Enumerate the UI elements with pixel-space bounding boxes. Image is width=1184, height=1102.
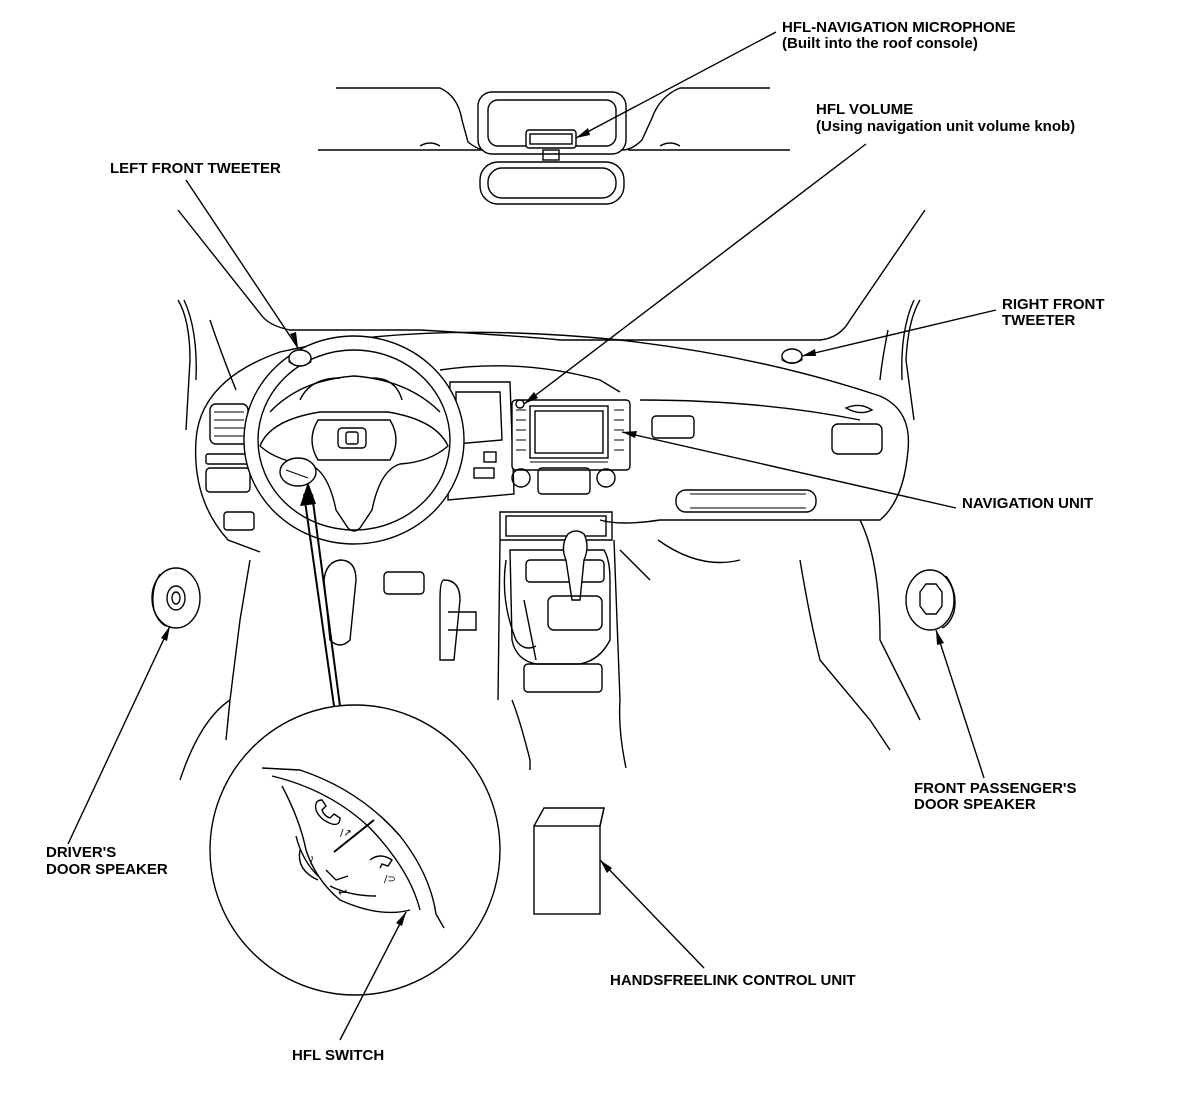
navigation-unit	[511, 399, 631, 495]
label-right-tweeter-line2: TWEETER	[1002, 312, 1075, 329]
leader-lines	[67, 31, 997, 1041]
label-passenger-speaker-line2: DOOR SPEAKER	[914, 796, 1036, 813]
label-volume-line2: (Using navigation unit volume knob)	[816, 118, 1075, 135]
label-driver-speaker-line2: DOOR SPEAKER	[46, 861, 168, 878]
label-navigation-unit: NAVIGATION UNIT	[962, 495, 1093, 512]
label-right-tweeter-line1: RIGHT FRONT	[1002, 296, 1105, 313]
label-hfl-switch: HFL SWITCH	[292, 1047, 384, 1064]
callout-labels: HFL-NAVIGATION MICROPHONE (Built into th…	[46, 19, 1105, 1064]
pedals-and-floor	[179, 519, 921, 781]
label-mic-line1: HFL-NAVIGATION MICROPHONE	[782, 19, 1016, 36]
windshield-frame	[177, 209, 926, 431]
talk-icon: /↗	[340, 828, 352, 839]
hfl-switch-detail: /↗ /⊃ ⟅ ↩	[209, 704, 501, 996]
roof-console	[318, 87, 790, 205]
label-volume-line1: HFL VOLUME	[816, 101, 913, 118]
back-icon: ↩	[338, 886, 347, 899]
steering-wheel	[243, 335, 465, 545]
left-front-tweeter	[288, 349, 312, 367]
passenger-door-speaker	[905, 569, 956, 631]
handsfreelink-control-unit	[533, 807, 605, 915]
voice-icon: ⟅	[310, 856, 314, 867]
label-driver-speaker-line1: DRIVER'S	[46, 844, 116, 861]
driver-door-speaker	[151, 567, 201, 629]
label-mic-line2: (Built into the roof console)	[782, 35, 978, 52]
hangup-icon: /⊃	[384, 874, 396, 885]
center-console	[497, 511, 627, 770]
label-passenger-speaker-line1: FRONT PASSENGER'S	[914, 780, 1076, 797]
label-left-tweeter: LEFT FRONT TWEETER	[110, 160, 281, 177]
right-front-tweeter	[781, 348, 803, 364]
label-control-unit: HANDSFREELINK CONTROL UNIT	[610, 972, 856, 989]
